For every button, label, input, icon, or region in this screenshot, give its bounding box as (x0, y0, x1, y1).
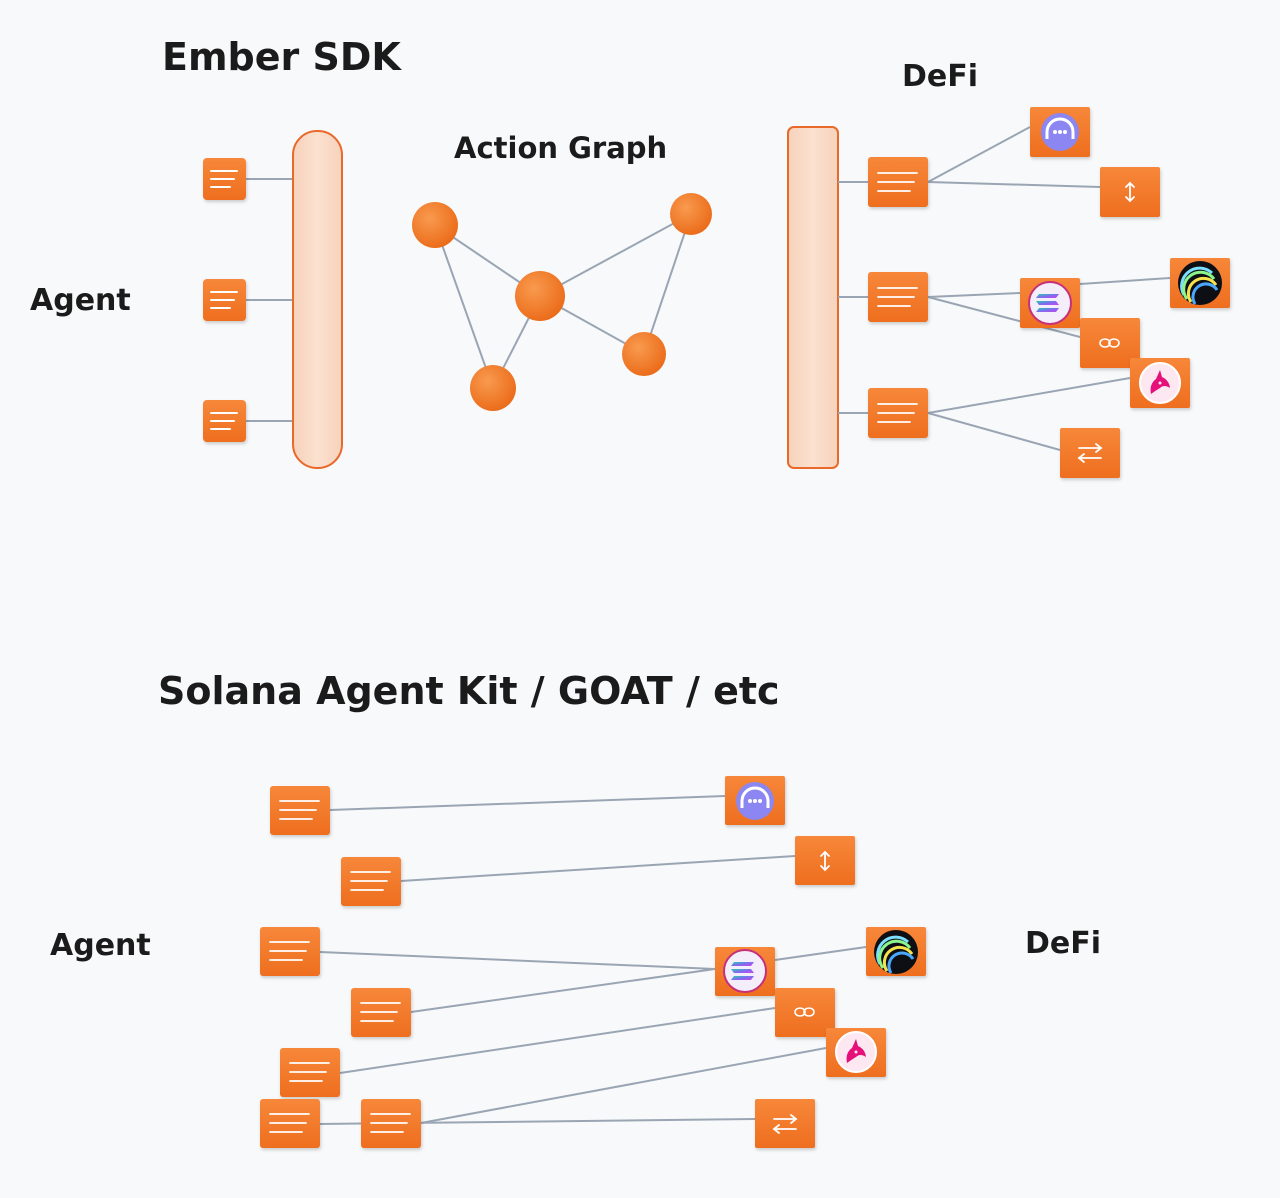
up-down-arrow-icon (820, 850, 830, 872)
lines-icon (370, 1113, 411, 1133)
ghost-face-icon (736, 782, 774, 820)
graph-node (470, 365, 516, 411)
ghost-face-icon (1041, 113, 1079, 151)
lines-icon (269, 941, 310, 961)
protocol-node-ghost (1030, 107, 1090, 157)
bottom-tool-node (341, 857, 401, 906)
lines-icon (877, 403, 918, 423)
graph-node (412, 202, 458, 248)
lines-icon (350, 871, 391, 891)
protocol-node-swap (1060, 428, 1120, 478)
bottom-tool-node (260, 927, 320, 976)
unicorn-icon (835, 1031, 877, 1073)
protocol-node-link (775, 988, 835, 1037)
solana-icon (723, 949, 767, 993)
top-agent-label: Agent (30, 283, 131, 318)
unicorn-icon (1139, 362, 1181, 404)
action-graph-nodes (412, 193, 712, 411)
protocol-node-updown (795, 836, 855, 885)
lines-icon (279, 800, 320, 820)
action-graph-label: Action Graph (454, 131, 667, 165)
chain-link-icon (794, 1007, 815, 1017)
graph-node (515, 271, 565, 321)
bottom-tool-node (270, 786, 330, 835)
solana-kit-title: Solana Agent Kit / GOAT / etc (158, 669, 780, 713)
top-defi-connectors (838, 126, 1171, 451)
up-down-arrow-icon (1125, 181, 1135, 203)
ember-sdk-title: Ember SDK (162, 35, 402, 79)
defi-tool-node (868, 157, 928, 207)
ember-sdk-bus-right (787, 126, 839, 469)
protocol-node-link (1080, 318, 1140, 368)
bottom-tool-node (361, 1099, 421, 1148)
bottom-tool-node (280, 1048, 340, 1097)
lines-icon (210, 170, 238, 188)
graph-node (622, 332, 666, 376)
graph-node (670, 193, 712, 235)
top-defi-label: DeFi (902, 59, 978, 94)
protocol-node-swap (755, 1099, 815, 1148)
top-agent-connectors (246, 178, 294, 422)
bottom-connectors (319, 795, 867, 1125)
bottom-tool-node (260, 1099, 320, 1148)
lines-icon (269, 1113, 310, 1133)
swap-arrows-icon (772, 1114, 798, 1134)
protocol-node-updown (1100, 167, 1160, 217)
protocol-node-unicorn (826, 1028, 886, 1077)
rainbow-globe-icon (1178, 261, 1222, 305)
protocol-node-solana (1020, 278, 1080, 328)
protocol-node-ghost (725, 776, 785, 825)
lines-icon (210, 291, 238, 309)
bottom-tool-node (351, 988, 411, 1037)
lines-icon (289, 1062, 330, 1082)
lines-icon (877, 172, 918, 192)
ember-sdk-bus-left (292, 130, 343, 469)
defi-tool-node (868, 388, 928, 438)
lines-icon (360, 1002, 401, 1022)
solana-icon (1028, 281, 1072, 325)
defi-tool-node (868, 272, 928, 322)
bottom-agent-label: Agent (50, 928, 151, 963)
lines-icon (877, 287, 918, 307)
protocol-node-rainbow (866, 927, 926, 976)
agent-tool-node (203, 400, 246, 442)
lines-icon (210, 412, 238, 430)
rainbow-globe-icon (874, 930, 918, 974)
swap-arrows-icon (1077, 443, 1103, 463)
protocol-node-solana (715, 947, 775, 996)
chain-link-icon (1099, 338, 1120, 348)
bottom-defi-label: DeFi (1025, 926, 1101, 961)
protocol-node-unicorn (1130, 358, 1190, 408)
protocol-node-rainbow (1170, 258, 1230, 308)
agent-tool-node (203, 158, 246, 200)
agent-tool-node (203, 279, 246, 321)
